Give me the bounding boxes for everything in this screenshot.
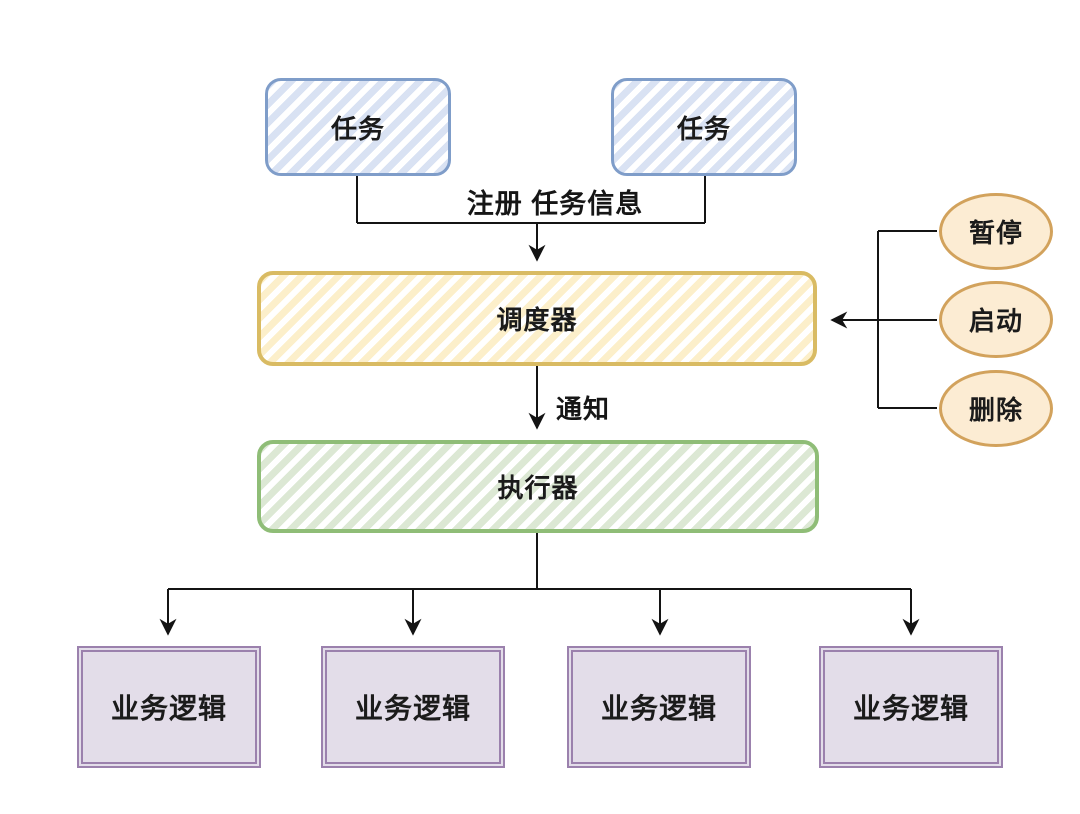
business-logic-node-2: 业务逻辑 [321,646,505,768]
delete-control-label: 删除 [968,395,1023,425]
pause-control-node: 暂停 [939,193,1053,270]
task-node-1: 任务 [265,78,451,176]
start-control-node: 启动 [939,281,1053,358]
start-control-label: 启动 [968,306,1023,336]
executor-node: 执行器 [257,440,819,533]
pause-control-label: 暂停 [968,218,1023,248]
task-node-2-label: 任务 [676,113,731,144]
notify-edge-label: 通知 [556,394,611,424]
executor-node-label: 执行器 [497,473,579,503]
business-logic-label-3: 业务逻辑 [600,693,717,724]
business-logic-node-4: 业务逻辑 [819,646,1003,768]
task-node-2: 任务 [611,78,797,176]
delete-control-node: 删除 [939,370,1053,447]
scheduler-node: 调度器 [257,271,817,366]
scheduler-node-label: 调度器 [496,305,578,335]
register-edge-label: 注册 任务信息 [466,189,644,219]
business-logic-label-2: 业务逻辑 [354,693,471,724]
business-logic-node-1: 业务逻辑 [77,646,261,768]
task-node-1-label: 任务 [330,113,385,144]
business-logic-label-1: 业务逻辑 [110,693,227,724]
business-logic-node-3: 业务逻辑 [567,646,751,768]
business-logic-label-4: 业务逻辑 [852,693,969,724]
